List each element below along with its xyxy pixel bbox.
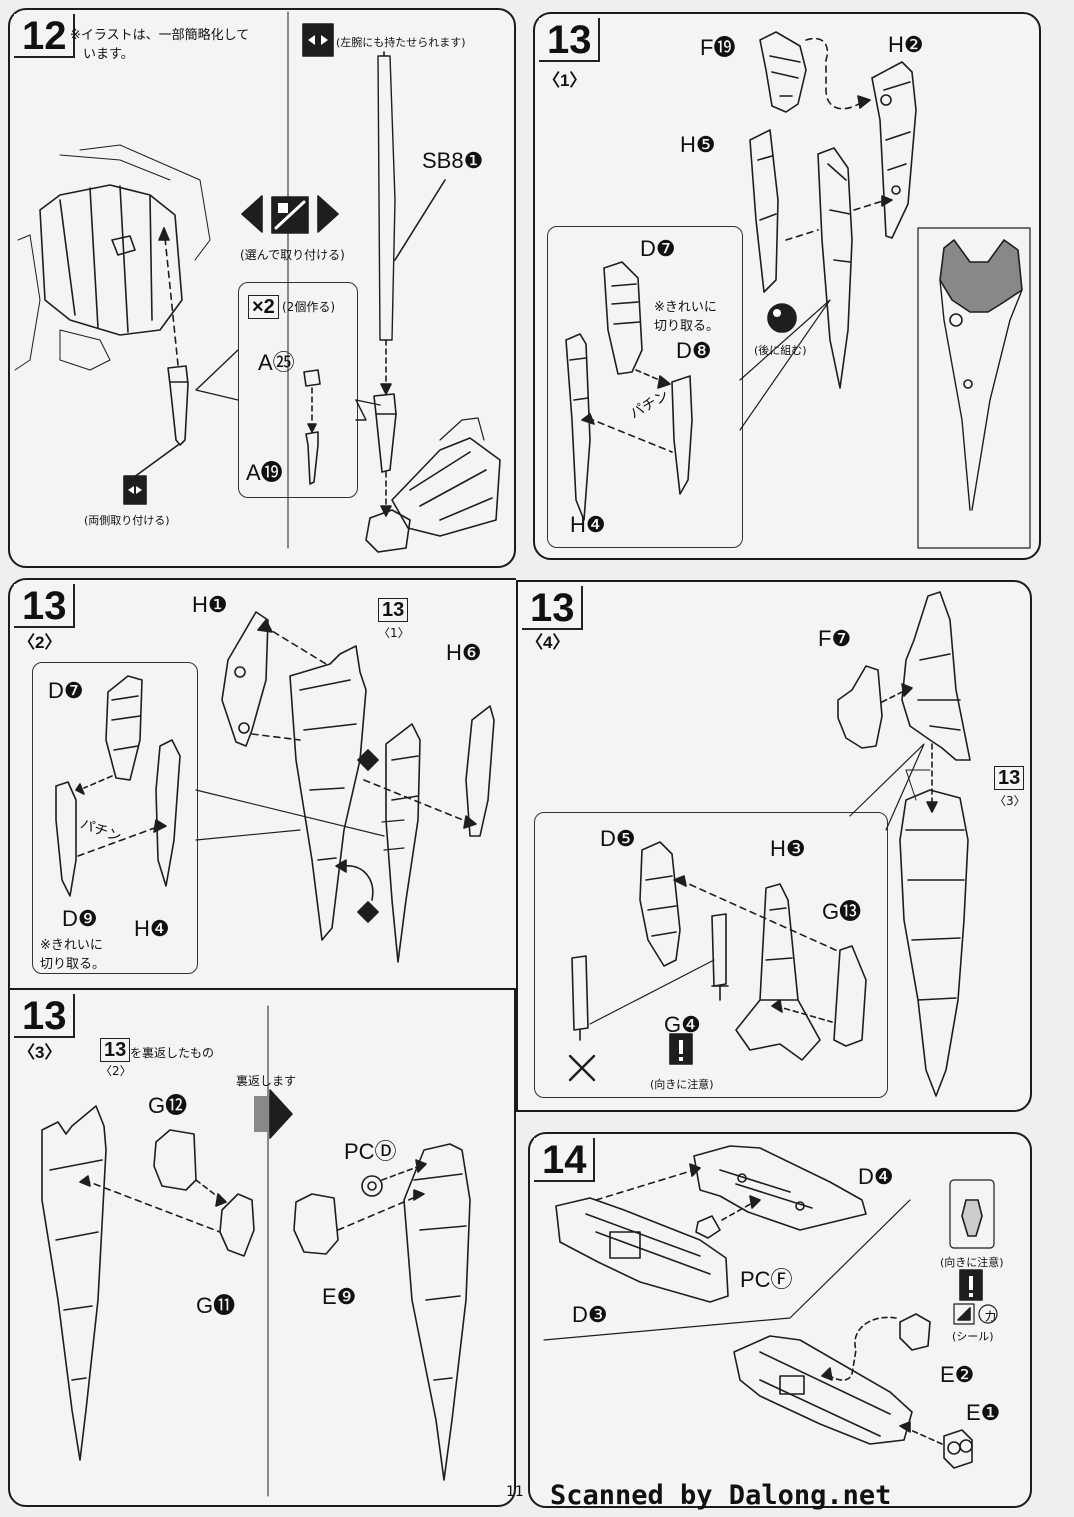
step-substep: 〈2〉 (18, 633, 62, 652)
direction-note: (向きに注意) (940, 1256, 1004, 1269)
part-label: E❶ (966, 1400, 1001, 1425)
left-arm-note: (左腕にも持たせられます) (336, 36, 466, 49)
part-label: H❻ (446, 640, 482, 665)
direction-note: (向きに注意) (650, 1078, 714, 1091)
subassembly-box (238, 282, 358, 498)
step13-1-art (565, 31, 1031, 549)
part-label: D❹ (858, 1164, 894, 1189)
step13-4-art (568, 591, 971, 1097)
ref-substep: 〈2〉 (100, 1064, 132, 1078)
ref-step: 13 (994, 766, 1025, 790)
part-label: F❼ (818, 626, 852, 651)
clean-cut-note: ※きれいに 切り取る。 (654, 300, 720, 334)
step-number: 13 (522, 586, 583, 630)
step13-2-art (55, 611, 495, 963)
part-label: F⓳ (700, 35, 736, 60)
step-number: 12 (14, 14, 75, 58)
clean-cut-note: ※きれいに 切り取る。 (40, 938, 106, 972)
part-label: A⓳ (246, 460, 283, 485)
step-13-4-panel: 13 〈4〉 (516, 580, 1032, 1112)
part-label: PCⒻ (740, 1267, 793, 1292)
step14-art (543, 1145, 998, 1469)
step-substep: 〈4〉 (526, 633, 570, 652)
subassembly-box (32, 662, 198, 974)
step13-3-art (41, 1005, 471, 1497)
part-label: G⓫ (196, 1293, 236, 1318)
ref-note: を裏返したもの (130, 1046, 215, 1060)
times-note: (2個作る) (282, 300, 335, 314)
simplified-note: ※イラストは、一部簡略化して います。 (70, 28, 250, 62)
subassembly-box (534, 812, 888, 1098)
part-label: D❼ (48, 678, 84, 703)
part-label: H❹ (134, 916, 170, 941)
part-label: H❸ (770, 836, 806, 861)
part-label: H❷ (888, 32, 924, 57)
step-number: 13 (14, 994, 75, 1038)
scan-watermark: Scanned by Dalong.net (550, 1480, 892, 1511)
step-number: 13 (539, 18, 600, 62)
part-label: D❸ (572, 1302, 608, 1327)
part-label: D❼ (640, 236, 676, 261)
subassembly-box (547, 226, 743, 548)
step-substep: 〈1〉 (543, 71, 587, 90)
ref-step: 13 (378, 598, 409, 622)
step-number: 14 (534, 1138, 595, 1182)
times-two-badge: ×2 (248, 295, 279, 319)
part-label: D❽ (676, 338, 712, 363)
part-label: E❷ (940, 1362, 975, 1387)
choose-note: (選んで取り付ける) (240, 248, 345, 262)
part-label: D❾ (62, 906, 98, 931)
page-number: 11 (506, 1484, 524, 1500)
part-label: G⓭ (822, 899, 862, 924)
step-number: 13 (14, 584, 75, 628)
part-label: PCⒹ (344, 1139, 397, 1164)
ref-substep: 〈3〉 (994, 794, 1026, 808)
part-label: E❾ (322, 1284, 357, 1309)
part-label: H❺ (680, 132, 716, 157)
part-label: H❶ (192, 592, 228, 617)
step-substep: 〈3〉 (18, 1043, 62, 1062)
sticker-note: (シール) (952, 1330, 994, 1343)
both-sides-note: (両側取り付ける) (84, 514, 170, 527)
part-label: G❹ (664, 1012, 701, 1037)
step-13-3-panel: 13 〈3〉 (8, 988, 516, 1507)
ref-substep: 〈1〉 (378, 626, 410, 640)
part-label: G⓬ (148, 1093, 188, 1118)
part-label: SB8❶ (422, 148, 484, 173)
step-12-panel: 12 (8, 8, 516, 568)
turn-note: 裏返します (236, 1074, 297, 1088)
part-label: H❹ (570, 512, 606, 537)
step12-art (14, 11, 501, 553)
ref-step: 13 (100, 1038, 131, 1062)
part-label: A㉕ (258, 350, 295, 375)
part-label: D❺ (600, 826, 636, 851)
